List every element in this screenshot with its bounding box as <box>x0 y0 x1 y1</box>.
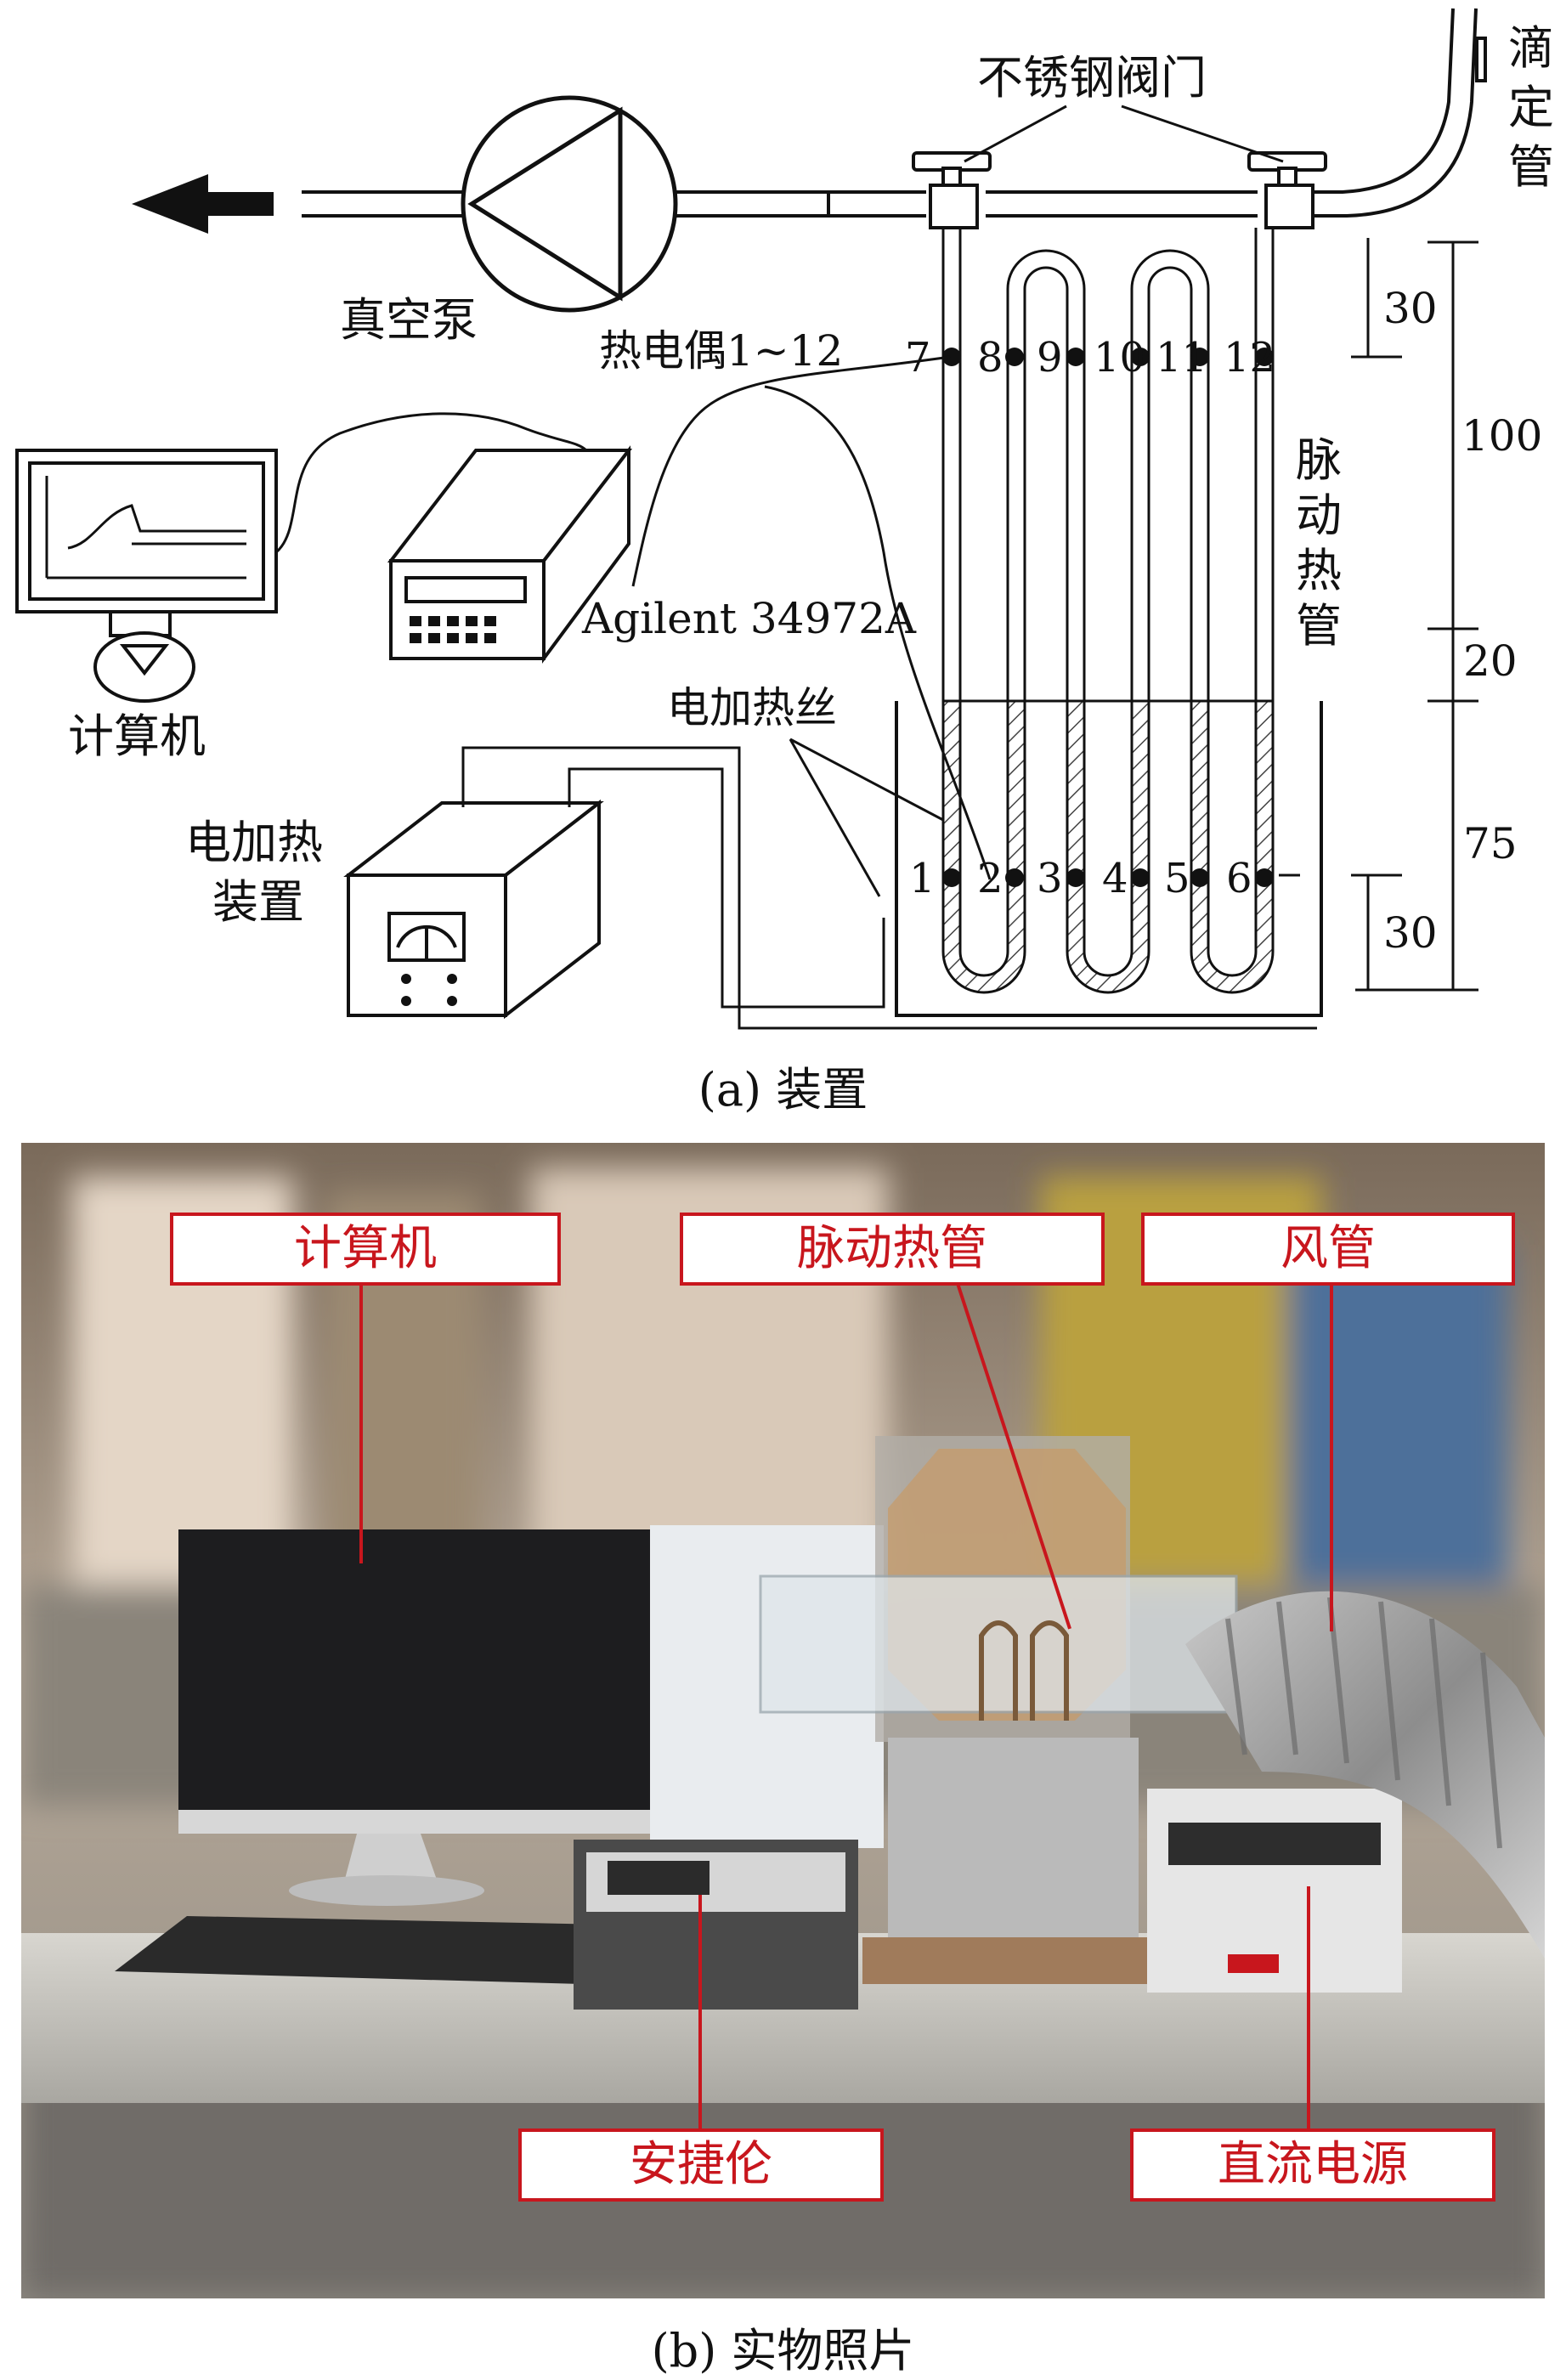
burette-label-2: 定 <box>1508 81 1554 134</box>
leader-air-duct <box>1330 1258 1333 1631</box>
callout-agilent: 安捷伦 <box>518 2128 884 2202</box>
svg-text:热: 热 <box>1296 544 1342 597</box>
thermocouple-dot-top <box>1005 348 1024 366</box>
heater-wires <box>461 746 1317 1030</box>
caption-b: (b) 实物照片 <box>651 2324 915 2377</box>
computer-symbol <box>15 449 278 703</box>
thermocouple-label: 热电偶1~12 <box>599 326 843 376</box>
leader-dc-power <box>1307 1886 1310 2133</box>
vacuum-line <box>302 190 1258 218</box>
dim-bottom-30: 30 <box>1383 908 1438 958</box>
caption-a: (a) 装置 <box>698 1063 868 1117</box>
thermocouple-number-bottom: 4 <box>1102 855 1128 902</box>
callout-dc-power: 直流电源 <box>1130 2128 1495 2202</box>
svg-text:脉: 脉 <box>1296 433 1342 487</box>
dim-100: 100 <box>1461 411 1542 461</box>
thermocouple-dot-top <box>1255 348 1274 366</box>
heating-wire-leaders <box>789 738 944 897</box>
heater-supply <box>343 799 604 1020</box>
thermocouple-number-top: 7 <box>905 334 931 382</box>
thermocouple-number-bottom: 3 <box>1037 855 1063 902</box>
callout-computer: 计算机 <box>170 1213 561 1286</box>
dim-top-30: 30 <box>1383 284 1438 333</box>
right-valve <box>1247 151 1327 229</box>
dim-20: 20 <box>1463 636 1518 686</box>
burette-tube <box>1313 8 1487 218</box>
pulsating-heat-pipe <box>941 228 1275 994</box>
thermocouple-dot-bottom <box>1066 868 1085 887</box>
data-cables <box>275 412 588 554</box>
thermocouple-number-top: 10 <box>1094 334 1145 382</box>
thermocouple-dot-top <box>1131 348 1150 366</box>
thermocouple-number-bottom: 1 <box>909 855 936 902</box>
vacuum-pump-symbol <box>461 95 678 313</box>
valve-leader-lines <box>964 105 1284 163</box>
thermocouple-number-bottom: 5 <box>1164 855 1190 902</box>
dim-75: 75 <box>1463 819 1518 868</box>
lab-photo-illustration <box>21 1143 1545 2298</box>
daq-buttons <box>410 616 496 643</box>
svg-text:管: 管 <box>1296 599 1342 653</box>
thermocouple-dot-top <box>942 348 961 366</box>
heater-label-line2: 装置 <box>212 875 304 929</box>
heater-knobs <box>401 974 457 1006</box>
leader-computer <box>359 1258 363 1563</box>
thermocouple-dot-bottom <box>942 868 961 887</box>
burette-label-3: 管 <box>1508 140 1554 194</box>
thermocouple-dots <box>942 348 1274 887</box>
lab-photo: 计算机 脉动热管 风管 安捷伦 直流电源 <box>21 1143 1545 2298</box>
callout-heat-pipe: 脉动热管 <box>680 1213 1105 1286</box>
stainless-valve-label: 不锈钢阀门 <box>977 51 1207 105</box>
computer-screen-curve <box>45 476 246 579</box>
thermocouple-dot-bottom <box>1005 868 1024 887</box>
dimension-lines <box>1279 238 1478 992</box>
thermocouple-dot-bottom <box>1255 868 1274 887</box>
apparatus-schematic: 真空泵 不锈钢阀门 滴 定 管 <box>15 8 1554 1030</box>
left-valve <box>912 151 992 229</box>
callout-air-duct: 风管 <box>1141 1213 1515 1286</box>
thermocouple-wires <box>631 355 992 880</box>
heat-pipe-label: 脉 动 热 管 <box>1296 433 1342 653</box>
heater-tank <box>895 701 1323 1017</box>
burette-label-1: 滴 <box>1508 21 1554 75</box>
computer-label: 计算机 <box>68 709 206 763</box>
thermocouple-number-top: 11 <box>1156 334 1207 382</box>
svg-text:动: 动 <box>1296 489 1342 542</box>
daq-label: Agilent 34972A <box>581 594 917 643</box>
heater-label-line1: 电加热 <box>185 816 323 869</box>
thermocouple-number-top: 8 <box>977 334 1003 382</box>
thermocouple-number-top: 12 <box>1224 334 1275 382</box>
heating-wire-label: 电加热丝 <box>667 683 837 732</box>
exhaust-arrow-icon <box>132 174 274 234</box>
leader-agilent <box>698 1895 702 2133</box>
vacuum-pump-label: 真空泵 <box>340 293 478 347</box>
thermocouple-dot-bottom <box>1190 868 1209 887</box>
thermocouple-number-top: 9 <box>1037 334 1063 382</box>
thermocouple-dot-bottom <box>1131 868 1150 887</box>
thermocouple-dot-top <box>1066 348 1085 366</box>
thermocouple-number-bottom: 6 <box>1226 855 1252 902</box>
thermocouple-dot-top <box>1190 348 1209 366</box>
